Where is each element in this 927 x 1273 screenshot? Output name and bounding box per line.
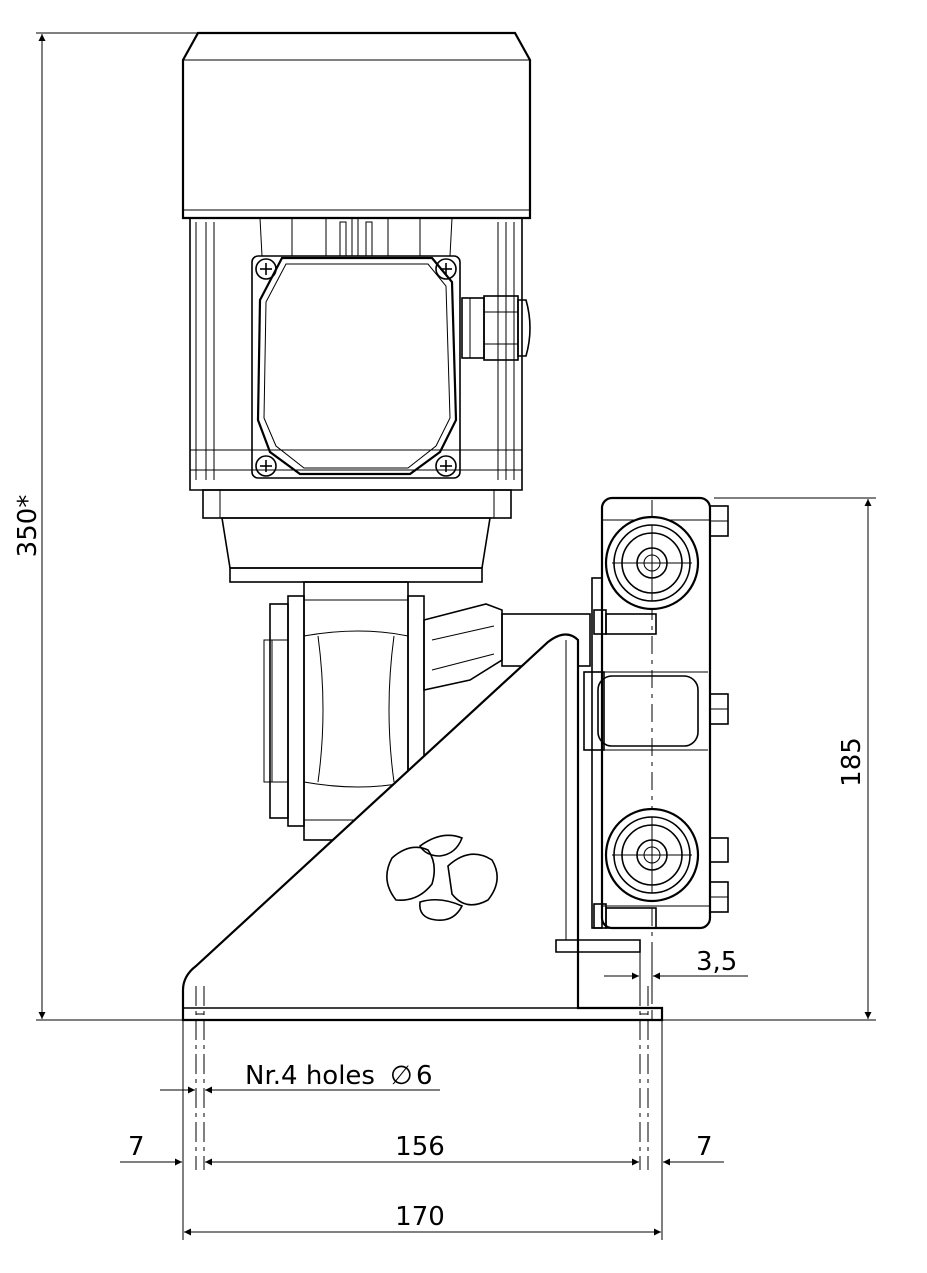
holes-label: Nr.4 holes bbox=[245, 1061, 375, 1091]
bolt-icon bbox=[709, 881, 729, 913]
bolt-icon bbox=[593, 609, 657, 635]
bolt-icon bbox=[709, 693, 729, 725]
dimension-pump-head-height: 185 bbox=[662, 497, 876, 1021]
valve-lower bbox=[604, 807, 700, 903]
diameter-symbol-icon: ∅ bbox=[390, 1061, 413, 1091]
dimension-total-height: 350* bbox=[13, 32, 198, 1021]
terminal-box bbox=[251, 255, 461, 479]
pump-head bbox=[583, 496, 729, 1020]
dimension-label-hole-spacing: 156 bbox=[395, 1132, 445, 1162]
hole-extension-lines bbox=[182, 986, 663, 1240]
bolt-icon bbox=[709, 837, 729, 863]
cable-gland bbox=[461, 295, 531, 361]
valve-upper bbox=[604, 515, 700, 611]
dimension-label-total-width: 170 bbox=[395, 1202, 445, 1232]
mounting-bracket bbox=[181, 633, 664, 1022]
dimension-label-total-height: 350* bbox=[13, 495, 43, 558]
screw-icon bbox=[255, 455, 277, 477]
dimension-total-width: 170 bbox=[184, 1202, 661, 1236]
screw-icon bbox=[435, 258, 457, 280]
dimension-label-right-edge: 7 bbox=[696, 1132, 713, 1162]
dimension-label-flange-thickness: 3,5 bbox=[696, 947, 737, 977]
screw-icon bbox=[255, 258, 277, 280]
bolt-icon bbox=[709, 505, 729, 537]
screw-icon bbox=[435, 455, 457, 477]
motor bbox=[181, 31, 532, 583]
bracket-cutout bbox=[386, 834, 498, 922]
bolt-icon bbox=[593, 903, 657, 929]
dimension-flange-thickness: 3,5 bbox=[604, 947, 748, 1000]
dimension-label-left-edge: 7 bbox=[128, 1132, 145, 1162]
dimension-hole-spacing: 7 156 7 bbox=[120, 1132, 724, 1166]
dimension-label-pump-head-height: 185 bbox=[837, 737, 867, 787]
motor-fins bbox=[190, 217, 522, 480]
hole-diameter-value: 6 bbox=[416, 1061, 433, 1091]
dimension-holes: Nr.4 holes ∅ 6 bbox=[160, 1061, 440, 1094]
